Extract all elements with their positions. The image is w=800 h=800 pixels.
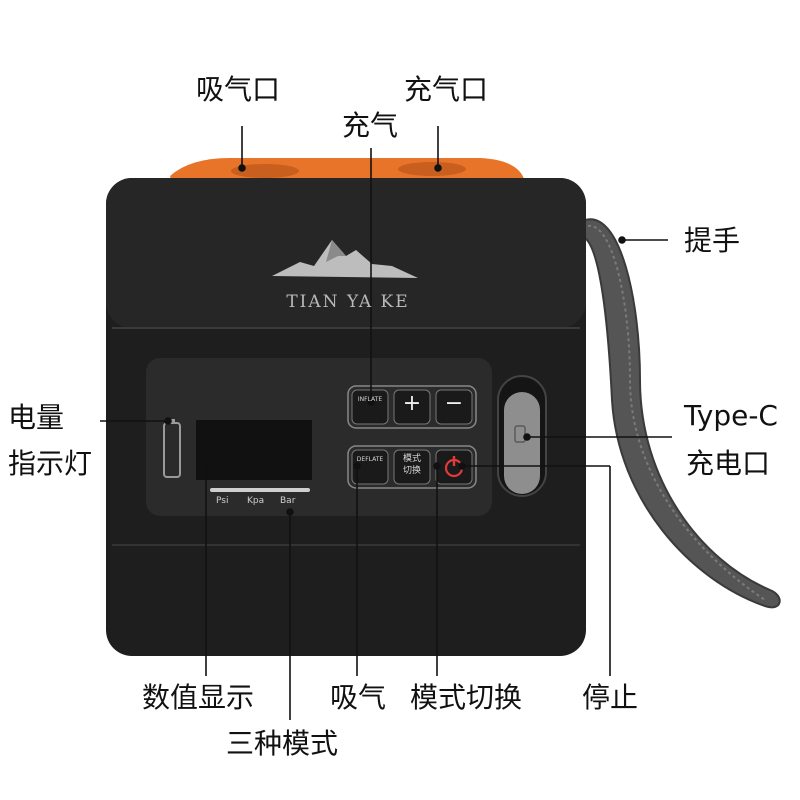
label-stop: 停止: [582, 681, 639, 714]
label-inflate-port: 充气口: [404, 73, 489, 106]
deflate-button-label: DEFLATE: [356, 456, 384, 463]
plus-label: +: [402, 391, 422, 416]
inflate-button[interactable]: [351, 389, 389, 425]
plus-button[interactable]: [393, 389, 431, 425]
label-battery-line1: 电量: [8, 401, 65, 434]
label-handle: 提手: [684, 224, 741, 257]
label-typec-line2: 充电口: [686, 447, 771, 480]
label-three-modes: 三种模式: [226, 727, 339, 760]
mode-label-line1: 模式: [402, 454, 421, 464]
brand-name: TIAN YA KE: [286, 292, 410, 312]
leader-lines: [100, 126, 672, 720]
mountain-logo-icon: [272, 240, 418, 278]
label-numeric-display: 数值显示: [142, 681, 255, 714]
minus-label: −: [444, 391, 464, 416]
inflate-button-label: INFLATE: [357, 396, 383, 403]
label-suction-port: 吸气口: [196, 73, 281, 106]
unit-bar: Bar: [280, 496, 296, 506]
power-button[interactable]: [435, 449, 473, 485]
unit-psi: Psi: [216, 496, 229, 506]
label-battery-line2: 指示灯: [8, 447, 93, 480]
label-deflate: 吸气: [330, 681, 387, 714]
deflate-button[interactable]: [351, 449, 389, 485]
label-inflate: 充气: [342, 109, 399, 142]
inflate-port: [398, 162, 466, 176]
strap-handle: [584, 218, 781, 609]
label-mode-switch: 模式切换: [410, 681, 523, 714]
mode-label-line2: 切换: [402, 466, 421, 476]
unit-indicator-bar: [210, 488, 310, 492]
typec-port-cover: [504, 392, 540, 494]
lcd-screen: [196, 420, 312, 480]
label-typec-line1: Type-C: [684, 399, 778, 432]
mode-switch-button[interactable]: [393, 449, 431, 485]
suction-port: [231, 164, 299, 178]
minus-button[interactable]: [435, 389, 473, 425]
unit-kpa: Kpa: [247, 496, 265, 506]
